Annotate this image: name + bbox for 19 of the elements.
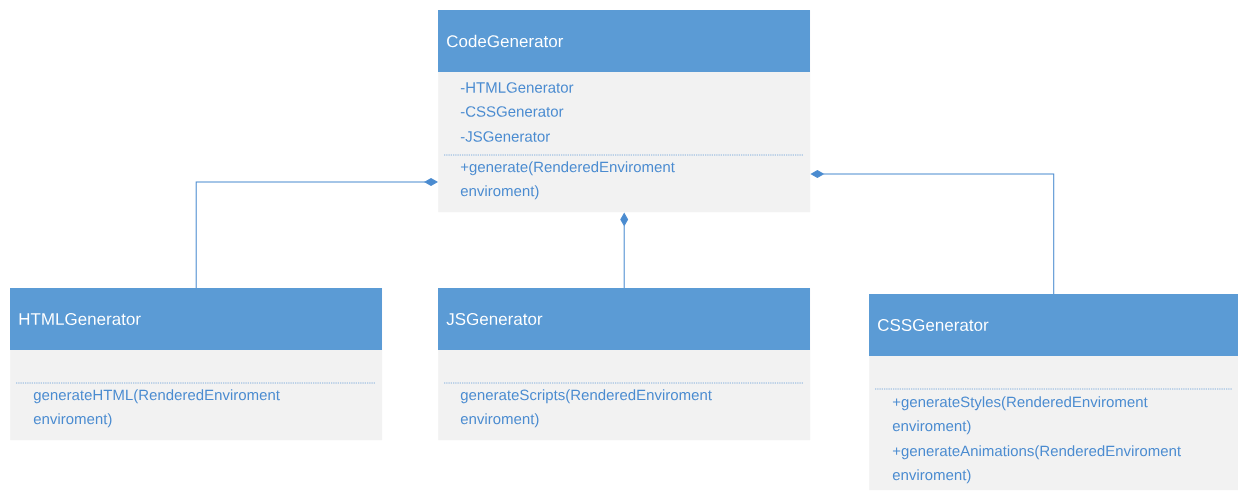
method-text: +generateStyles(RenderedEnviroment enviroment) — [892, 396, 1148, 435]
class-name: CSSGenerator — [878, 319, 989, 332]
class-box — [869, 294, 1238, 491]
class-name: CodeGenerator — [447, 34, 564, 48]
attribute-text: -HTMLGenerator — [460, 82, 574, 93]
attribute-text: -JSGenerator — [460, 131, 550, 142]
composition-line — [620, 212, 629, 289]
method-text: +generate(RenderedEnviroment enviroment) — [460, 161, 675, 200]
class-box — [438, 10, 811, 213]
class-name: HTMLGenerator — [19, 313, 141, 326]
attribute-text: -CSSGenerator — [460, 106, 564, 117]
class-name: JSGenerator — [446, 313, 543, 326]
class-box — [10, 288, 383, 441]
method-text: generateHTML(RenderedEnviroment enviroment) — [33, 389, 280, 428]
method-text: generateScripts(RenderedEnviroment enviroment) — [460, 389, 712, 428]
method-text: +generateAnimations(RenderedEnviroment enviroment) — [892, 445, 1181, 484]
class-box — [438, 288, 811, 441]
composition-line — [810, 170, 1055, 295]
composition-line — [195, 178, 438, 289]
